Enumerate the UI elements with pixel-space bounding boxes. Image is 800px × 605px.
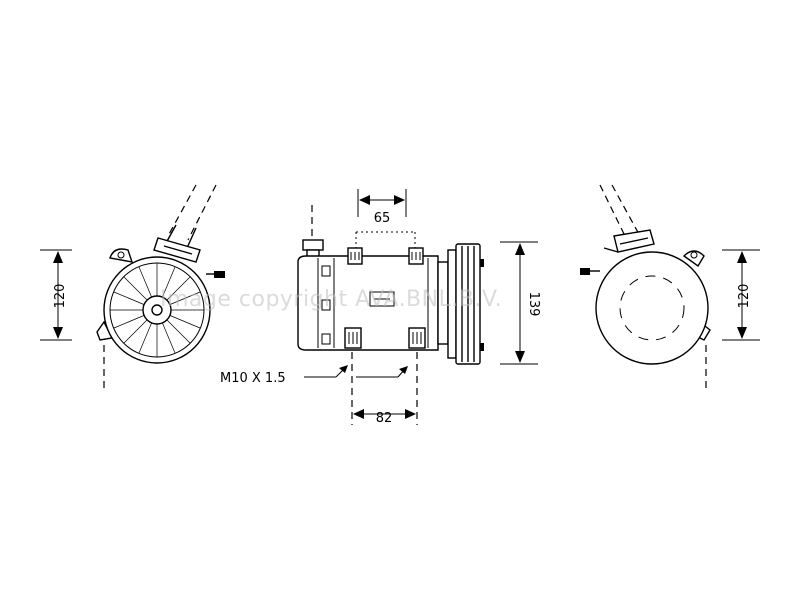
right-height-label: 120 [737,284,752,309]
middle-view: 65 [220,189,541,426]
left-height-label: 120 [53,284,68,309]
pulley [437,243,484,365]
bottom-width-dimension [353,409,416,419]
right-height-dimension [722,249,760,341]
left-hose [153,184,217,263]
left-height-dimension [40,249,72,341]
right-hose [599,184,655,253]
compressor-body [297,255,439,351]
thread-label: M10 X 1.5 [220,371,286,386]
watermark: Image copyright AVA.BNL.B.V. [160,287,502,312]
bottom-width-label: 82 [376,411,393,426]
right-view: 120 [580,184,760,390]
left-view: 120 [40,184,225,390]
body-height-label: 139 [526,292,541,317]
label-plate [369,291,395,307]
right-housing [595,251,709,365]
top-width-dimension [357,189,407,217]
left-connector [214,271,225,278]
top-width-label: 65 [374,211,391,226]
left-ear-top [109,248,134,263]
right-connector [580,268,590,275]
top-fitting [302,239,324,251]
body-height-dimension [500,241,538,365]
